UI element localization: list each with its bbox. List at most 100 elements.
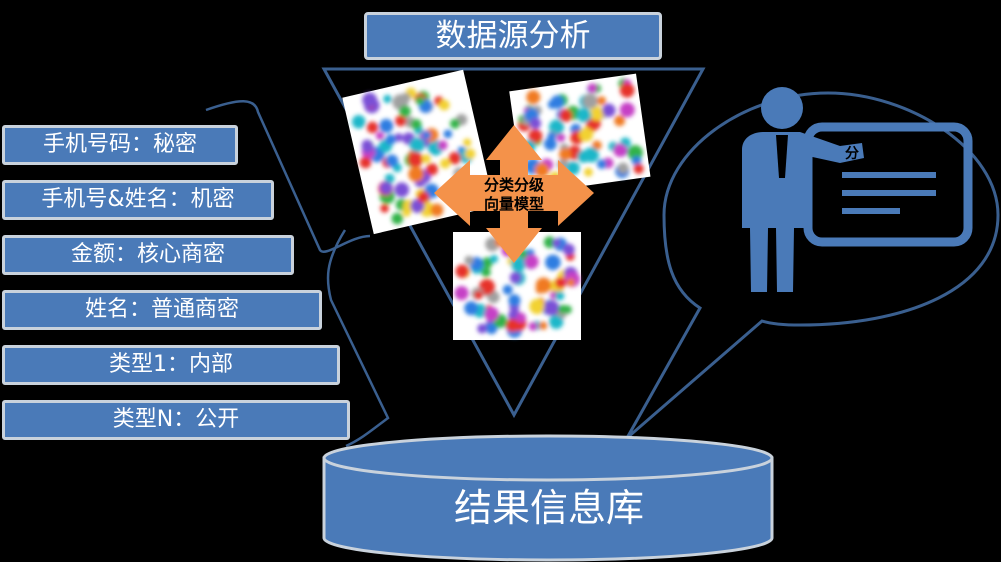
vector-model-label: 分类分级 向量模型 [464, 176, 564, 214]
molecule-ball [481, 257, 493, 269]
molecule-ball [384, 173, 395, 184]
molecule-ball [410, 198, 425, 213]
molecule-ball [545, 254, 561, 271]
molecule-ball [549, 314, 564, 329]
molecule-cluster-image-3 [453, 232, 581, 340]
molecule-ball [631, 156, 642, 166]
molecule-ball [366, 121, 379, 134]
database-cylinder [322, 434, 774, 562]
molecule-ball [559, 147, 572, 161]
molecule-ball [399, 105, 411, 118]
molecule-ball [543, 236, 556, 249]
molecule-ball [380, 204, 389, 213]
molecule-ball [587, 83, 598, 93]
molecule-ball [407, 151, 423, 168]
molecule-ball [592, 140, 602, 151]
molecule-ball [359, 156, 372, 169]
molecule-ball [421, 154, 431, 164]
molecule-ball [543, 137, 557, 151]
speech-bubble [625, 91, 1000, 440]
molecule-ball [484, 306, 499, 322]
molecule-ball [534, 162, 550, 178]
molecule-ball [535, 277, 552, 294]
molecule-ball [614, 115, 626, 127]
molecule-ball [502, 284, 513, 295]
presenter-icon [742, 87, 864, 292]
four-way-arrow [434, 125, 594, 263]
presenter-slide-text: 分 [845, 146, 859, 162]
molecule-ball [438, 99, 450, 111]
molecule-ball [490, 254, 499, 263]
molecule-ball [547, 99, 557, 109]
molecule-ball [505, 318, 520, 332]
molecule-ball [559, 109, 573, 122]
molecule-ball [539, 321, 548, 330]
molecule-ball [394, 133, 403, 142]
molecule-ball [361, 139, 373, 151]
molecule-ball [582, 93, 598, 109]
classification-label-phone-name: 手机号&姓名：机密 [2, 180, 274, 220]
molecule-ball [449, 118, 460, 129]
funnel-triangle [321, 67, 706, 419]
molecule-ball [391, 212, 404, 225]
molecule-ball [410, 118, 422, 130]
molecule-ball [385, 154, 399, 168]
molecule-ball [385, 134, 397, 145]
classification-label-type1: 类型1：内部 [2, 345, 340, 385]
vector-model-label-line2: 向量模型 [483, 195, 544, 213]
molecule-ball [448, 151, 461, 165]
molecule-ball [555, 291, 565, 301]
molecule-ball [477, 323, 487, 334]
molecule-ball [547, 132, 557, 141]
molecule-ball [474, 290, 483, 300]
classification-label-amount: 金额：核心商密 [2, 235, 294, 275]
molecule-ball [583, 147, 599, 163]
molecule-ball [617, 162, 629, 174]
molecule-ball [589, 106, 604, 121]
molecule-ball [576, 108, 592, 123]
molecule-ball [613, 143, 627, 158]
molecule-ball [351, 115, 366, 129]
molecule-ball [555, 277, 567, 289]
molecule-ball [422, 130, 432, 140]
molecule-ball [516, 312, 527, 323]
molecule-ball [578, 127, 594, 142]
molecule-cluster-image-2 [509, 73, 651, 195]
molecule-ball [485, 322, 498, 335]
molecule-ball [464, 255, 474, 265]
molecule-ball [548, 119, 565, 135]
database-label: 结果信息库 [453, 486, 644, 530]
molecule-ball [562, 243, 575, 256]
molecule-ball [455, 264, 470, 279]
molecule-ball [556, 133, 566, 142]
molecule-ball [415, 96, 425, 106]
molecule-ball [619, 83, 635, 98]
molecule-ball [437, 140, 448, 151]
vector-model-label-line1: 分类分级 [483, 176, 544, 194]
molecule-ball [602, 103, 616, 118]
classification-label-name: 姓名：普通商密 [2, 290, 322, 330]
molecule-ball [627, 145, 643, 161]
molecule-ball [524, 254, 539, 269]
molecule-ball [633, 163, 644, 174]
molecule-ball [508, 294, 521, 307]
molecule-ball [417, 191, 430, 203]
molecule-ball [481, 267, 491, 278]
molecule-ball [379, 118, 394, 133]
molecule-ball [375, 131, 385, 140]
molecule-ball [463, 138, 472, 147]
molecule-ball [395, 115, 407, 127]
molecule-ball [408, 166, 424, 182]
molecule-ball [566, 278, 576, 287]
molecule-ball [379, 181, 393, 195]
molecule-ball [528, 129, 543, 144]
molecule-ball [596, 159, 607, 170]
molecule-ball [558, 304, 568, 314]
molecule-ball [543, 300, 560, 316]
page-title: 数据源分析 [364, 12, 662, 60]
molecule-ball [430, 203, 444, 217]
molecule-ball [619, 102, 635, 118]
molecule-ball [464, 301, 479, 316]
